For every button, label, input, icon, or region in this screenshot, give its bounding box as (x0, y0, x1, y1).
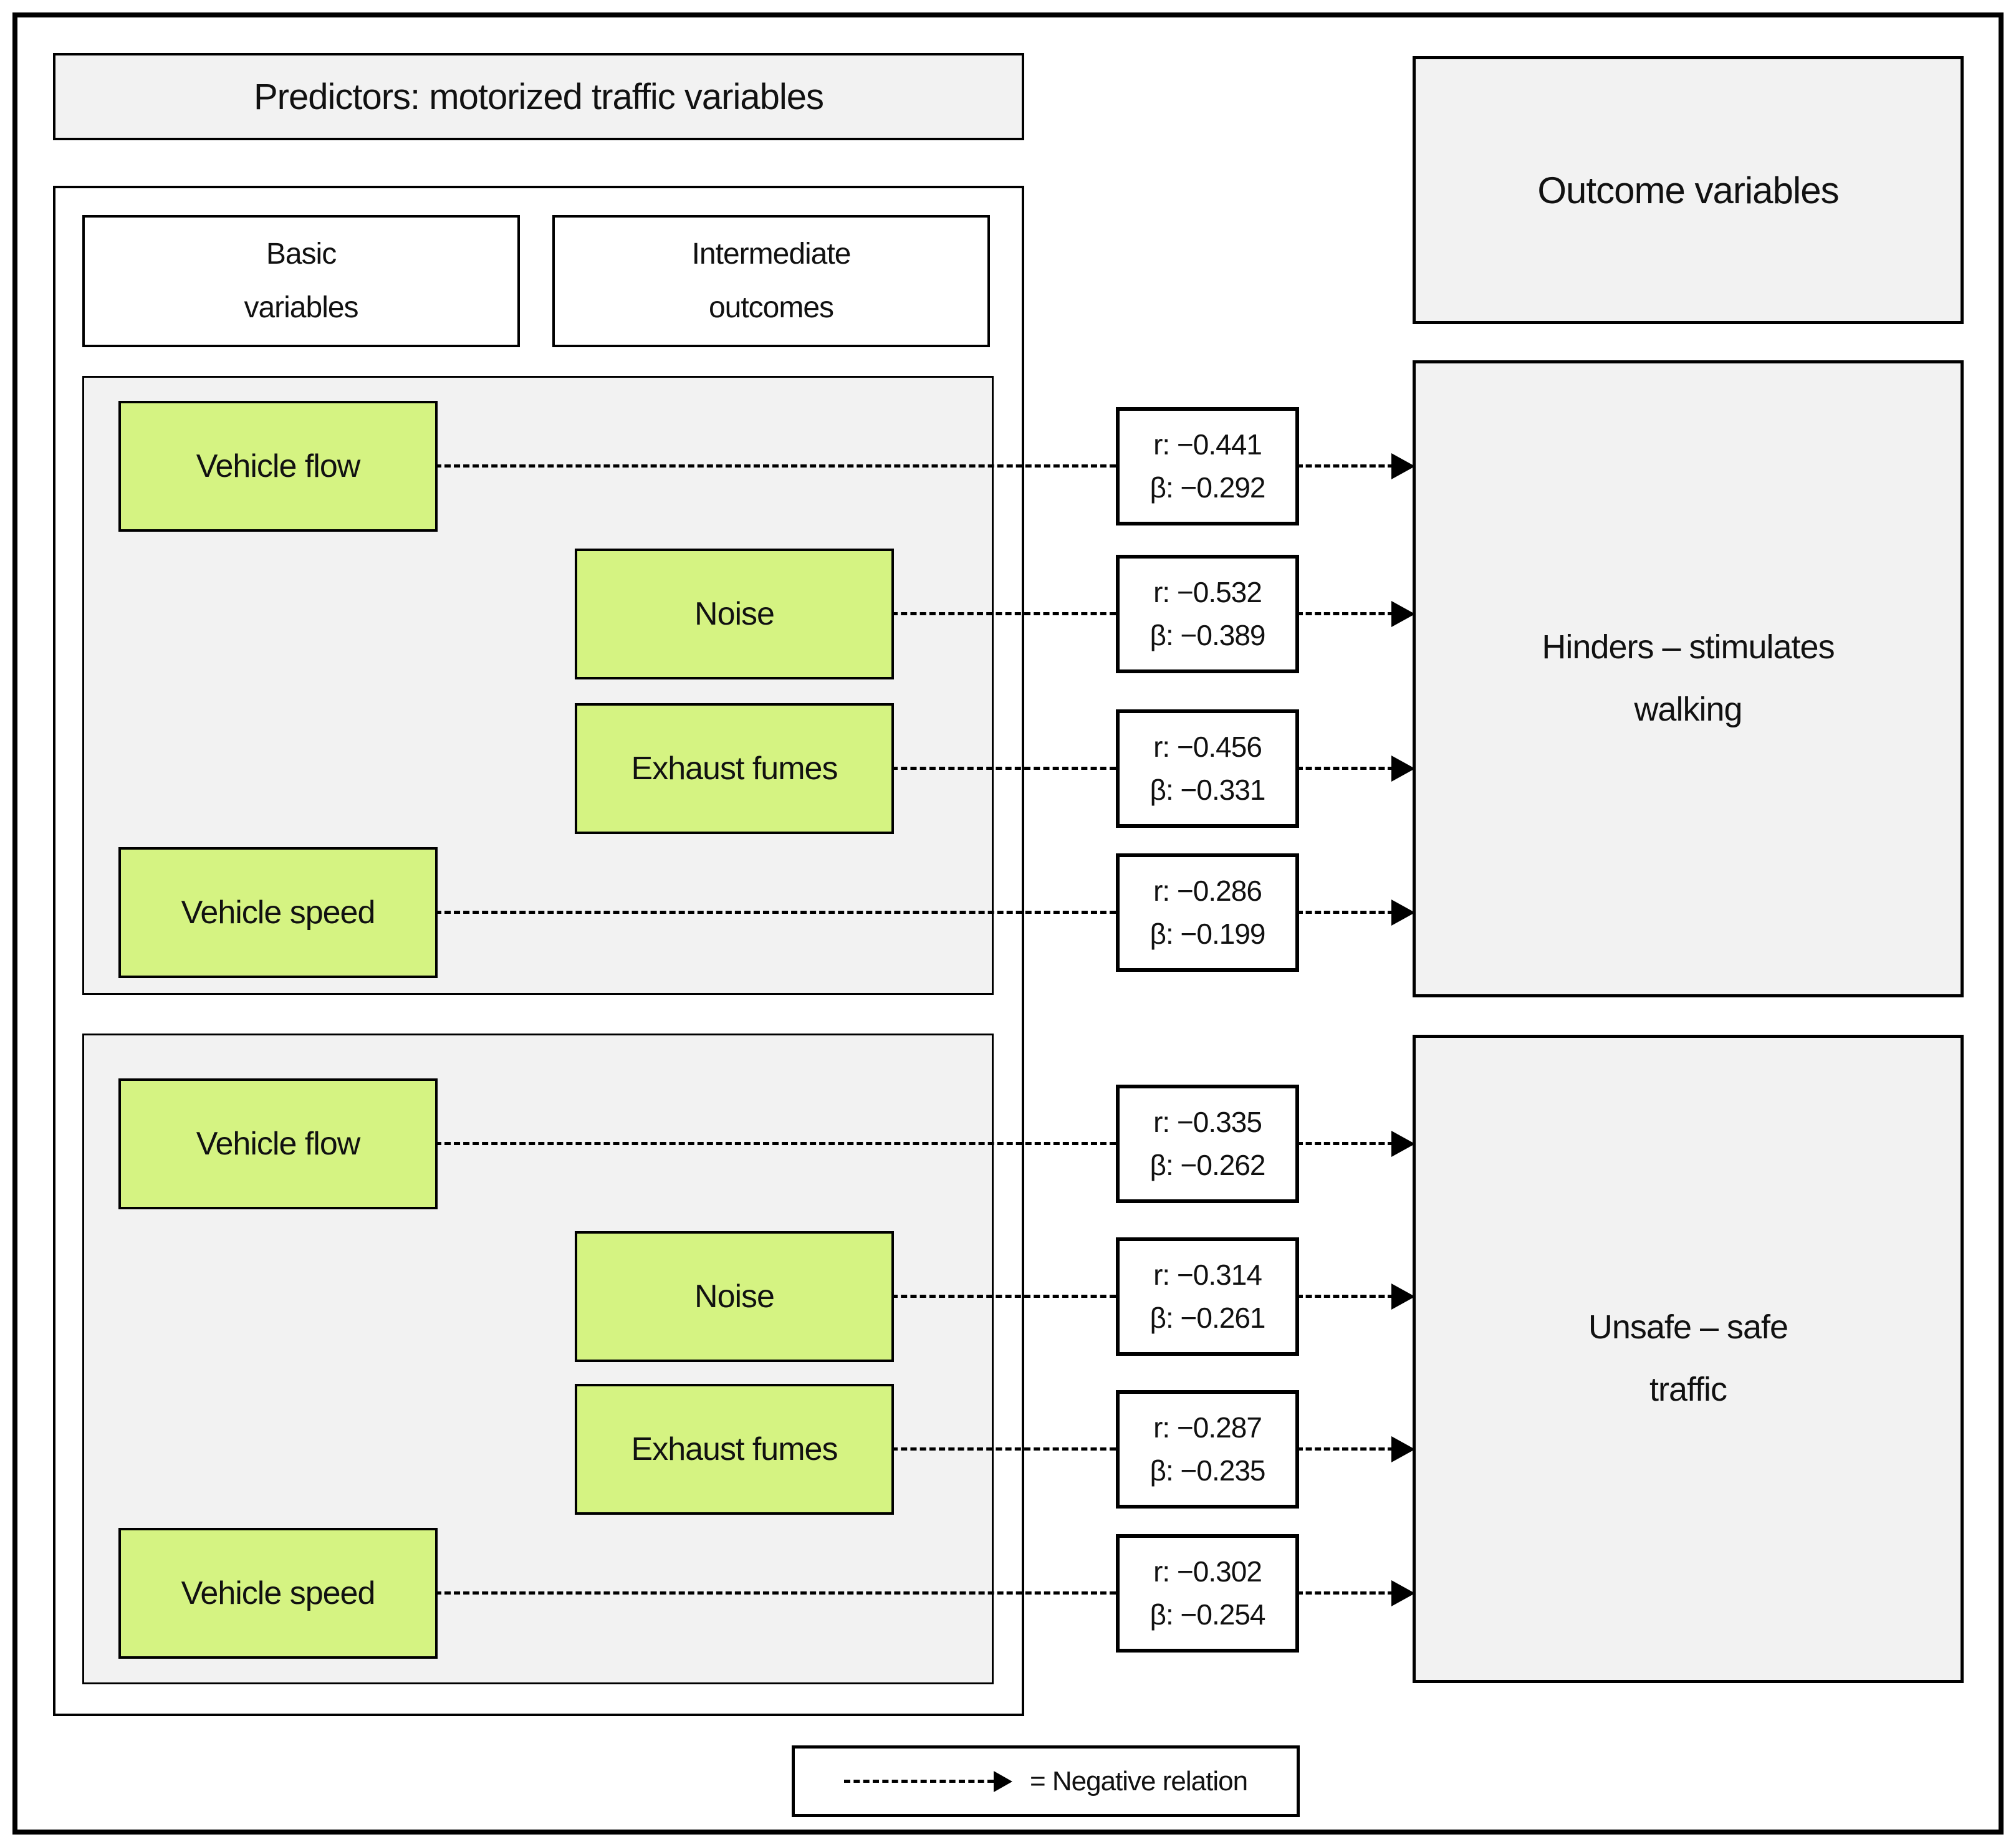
relation-line (435, 1591, 1116, 1595)
coefficient-box-exhaust-fumes-traffic: r: −0.287 β: −0.235 (1116, 1390, 1299, 1509)
predictor-box-vehicle-speed-traffic: Vehicle speed (118, 1528, 438, 1659)
beta-value: β: −0.262 (1150, 1149, 1266, 1181)
r-value: r: −0.302 (1153, 1555, 1262, 1588)
r-value: r: −0.532 (1153, 576, 1262, 608)
legend-box: = Negative relation (792, 1745, 1300, 1817)
coefficient-box-vehicle-speed-walking: r: −0.286 β: −0.199 (1116, 853, 1299, 972)
predictor-box-vehicle-flow-walking: Vehicle flow (118, 401, 438, 532)
predictor-box-vehicle-speed-walking: Vehicle speed (118, 847, 438, 978)
beta-value: β: −0.261 (1150, 1302, 1266, 1334)
arrow-head-icon (1391, 1131, 1415, 1157)
predictor-box-exhaust-fumes-traffic: Exhaust fumes (575, 1384, 894, 1515)
r-value: r: −0.286 (1153, 875, 1262, 907)
outcome-variables-header: Outcome variables (1413, 56, 1964, 324)
coefficient-box-noise-walking: r: −0.532 β: −0.389 (1116, 555, 1299, 673)
legend-label: = Negative relation (1029, 1765, 1248, 1797)
relation-line (1297, 911, 1394, 914)
predictor-box-vehicle-flow-traffic: Vehicle flow (118, 1078, 438, 1209)
r-value: r: −0.314 (1153, 1259, 1262, 1291)
relation-line (891, 1447, 1116, 1451)
arrow-head-icon (1391, 1436, 1415, 1462)
r-value: r: −0.441 (1153, 428, 1262, 461)
coefficient-box-vehicle-flow-traffic: r: −0.335 β: −0.262 (1116, 1085, 1299, 1203)
arrow-head-icon (1391, 900, 1415, 926)
r-value: r: −0.456 (1153, 731, 1262, 763)
coefficient-box-vehicle-flow-walking: r: −0.441 β: −0.292 (1116, 407, 1299, 525)
beta-value: β: −0.331 (1150, 774, 1266, 806)
arrow-head-icon (1391, 1283, 1415, 1310)
column-header-intermediate-outcomes: Intermediate outcomes (552, 215, 990, 347)
relation-line (891, 1295, 1116, 1298)
relation-line (435, 1142, 1116, 1145)
arrow-head-icon (1391, 453, 1415, 479)
legend-dashed-line (843, 1780, 994, 1783)
coefficient-box-vehicle-speed-traffic: r: −0.302 β: −0.254 (1116, 1534, 1299, 1653)
outer-frame (12, 12, 2004, 1835)
coefficient-box-noise-traffic: r: −0.314 β: −0.261 (1116, 1237, 1299, 1356)
arrow-head-icon (1391, 1580, 1415, 1606)
beta-value: β: −0.235 (1150, 1454, 1266, 1487)
r-value: r: −0.335 (1153, 1106, 1262, 1138)
relation-line (1297, 1142, 1394, 1145)
beta-value: β: −0.199 (1150, 918, 1266, 950)
relation-line (891, 767, 1116, 770)
predictor-box-exhaust-fumes-walking: Exhaust fumes (575, 703, 894, 834)
beta-value: β: −0.292 (1150, 471, 1266, 504)
coefficient-box-exhaust-fumes-walking: r: −0.456 β: −0.331 (1116, 709, 1299, 828)
outcome-box-hinders-stimulates-walking: Hinders – stimulates walking (1413, 360, 1964, 997)
arrow-head-icon (1391, 601, 1415, 627)
relation-line (1297, 767, 1394, 770)
relation-line (891, 612, 1116, 615)
outcome-box-unsafe-safe-traffic: Unsafe – safe traffic (1413, 1035, 1964, 1683)
arrow-head-icon (1391, 756, 1415, 782)
relation-line (1297, 1447, 1394, 1451)
predictor-box-noise-traffic: Noise (575, 1231, 894, 1362)
column-header-basic-variables: Basic variables (82, 215, 520, 347)
relation-line (1297, 1591, 1394, 1595)
relation-line (1297, 612, 1394, 615)
predictors-header: Predictors: motorized traffic variables (53, 53, 1024, 140)
relation-line (435, 464, 1116, 468)
beta-value: β: −0.254 (1150, 1598, 1266, 1631)
relation-line (1297, 464, 1394, 468)
legend-arrow-head-icon (993, 1770, 1012, 1792)
relation-line (435, 911, 1116, 914)
relation-line (1297, 1295, 1394, 1298)
r-value: r: −0.287 (1153, 1411, 1262, 1444)
predictor-box-noise-walking: Noise (575, 549, 894, 679)
beta-value: β: −0.389 (1150, 619, 1266, 651)
